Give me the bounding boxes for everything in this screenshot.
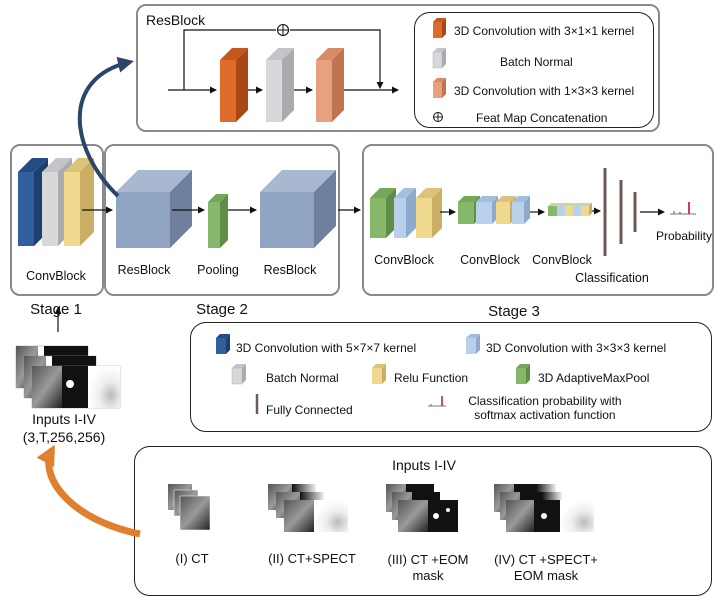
stage1-convblock-label: ConvBlock bbox=[26, 269, 86, 283]
stage3-convblock-1 bbox=[370, 188, 442, 238]
stage3-title: Stage 3 bbox=[488, 303, 540, 320]
inputs-left-image-stack bbox=[15, 345, 121, 409]
legend-conv333-icon bbox=[466, 334, 480, 354]
legend-softmax-icon bbox=[428, 396, 446, 407]
input-ct-spect-eom-mask-images bbox=[494, 484, 594, 532]
resblock-flow bbox=[168, 23, 399, 94]
legend-batchnormal-icon bbox=[231, 364, 246, 385]
resblock-batchnorm-slab bbox=[266, 48, 294, 122]
legend-relu-label: Relu Function bbox=[394, 371, 469, 385]
stage3-convblock-label-2: ConvBlock bbox=[460, 253, 520, 267]
legend-batchnormal-label: Batch Normal bbox=[266, 371, 339, 385]
softmax-probability-icon bbox=[670, 202, 696, 215]
legend-adaptivemaxpool-icon bbox=[516, 364, 530, 384]
stage3-classification-label: Classification bbox=[575, 271, 649, 285]
inputs-left-title: Inputs I-IV bbox=[32, 411, 96, 427]
stage1-conv577-slab bbox=[18, 158, 48, 246]
legend-conv577-icon bbox=[216, 334, 230, 354]
input-ct-spect-images bbox=[268, 484, 348, 532]
stage3-convblock-label-1: ConvBlock bbox=[374, 253, 434, 267]
legend-fc-label: Fully Connected bbox=[266, 403, 353, 417]
stage1-title: Stage 1 bbox=[30, 301, 82, 318]
stage2-pooling-label: Pooling bbox=[197, 263, 239, 277]
legend-conv311-label: 3D Convolution with 3×1×1 kernel bbox=[454, 24, 635, 38]
legend-panel bbox=[190, 322, 712, 432]
legend-concat-label: Feat Map Concatenation bbox=[476, 111, 608, 125]
legend-conv333-label: 3D Convolution with 3×3×3 kernel bbox=[486, 341, 667, 355]
resblock-conv133-slab bbox=[316, 48, 344, 122]
legend-conv311-icon bbox=[433, 18, 446, 38]
legend-relu-icon bbox=[372, 364, 386, 384]
probability-label: Probability bbox=[655, 229, 713, 243]
inputs-panel-title: Inputs I-IV bbox=[392, 457, 456, 473]
stage2-resblock-cube-2 bbox=[260, 170, 336, 248]
stage3-convblock-3 bbox=[548, 203, 592, 216]
classification-fc-layers bbox=[603, 168, 637, 256]
stage1-relu-slab bbox=[64, 158, 94, 246]
stage2-pooling-slab bbox=[208, 194, 228, 248]
legend-conv133-label: 3D Convolution with 1×3×3 kernel bbox=[454, 84, 635, 98]
zoom-curve-arrow-navy bbox=[77, 56, 134, 198]
input-label-ct: (I) CT bbox=[175, 551, 209, 566]
legend-softmax-label: Classification probability with softmax … bbox=[468, 394, 622, 422]
stage3-convblock-2 bbox=[458, 196, 530, 224]
legend-adaptivemaxpool-label: 3D AdaptiveMaxPool bbox=[538, 371, 650, 385]
stage3-convblock-label-3: ConvBlock bbox=[532, 253, 592, 267]
legend-batchnorm-label: Batch Normal bbox=[500, 55, 573, 69]
input-label-ct-eom: (III) CT +EOM mask bbox=[387, 552, 469, 583]
input-ct-images bbox=[168, 484, 211, 531]
inputs-curve-arrow-orange bbox=[36, 444, 141, 538]
stage2-resblock-label-2: ResBlock bbox=[263, 263, 317, 277]
legend-batchnorm-icon bbox=[432, 48, 446, 69]
input-label-ct-spect-eom: (IV) CT +SPECT+ EOM mask bbox=[494, 552, 598, 583]
legend-conv133-icon bbox=[433, 78, 446, 98]
stage2-resblock-cube-1 bbox=[116, 170, 192, 248]
resblock-legend-box bbox=[414, 12, 654, 128]
resblock-conv311-slab bbox=[220, 48, 248, 122]
legend-conv577-label: 3D Convolution with 5×7×7 kernel bbox=[236, 341, 417, 355]
input-label-ct-spect: (II) CT+SPECT bbox=[268, 551, 356, 566]
stage2-resblock-label-1: ResBlock bbox=[117, 263, 171, 277]
legend-concat-icon bbox=[433, 112, 443, 122]
input-ct-eom-mask-images bbox=[386, 484, 458, 532]
stage2-title: Stage 2 bbox=[196, 301, 248, 318]
inputs-left-shape: (3,T,256,256) bbox=[22, 429, 106, 445]
resblock-title: ResBlock bbox=[146, 12, 206, 28]
